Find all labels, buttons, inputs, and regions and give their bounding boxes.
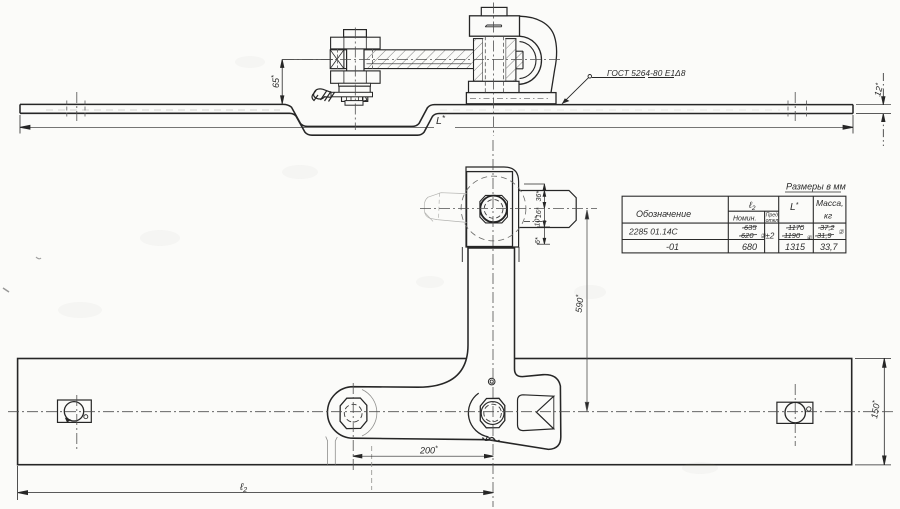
svg-text:680: 680 — [742, 242, 757, 252]
svg-text:6*: 6* — [535, 237, 542, 244]
svg-text:200*: 200* — [419, 446, 438, 456]
svg-text:36*: 36* — [536, 191, 543, 202]
svg-text:37,2: 37,2 — [820, 223, 835, 232]
svg-text:Пред.: Пред. — [766, 213, 780, 219]
svg-text:②: ② — [838, 229, 845, 236]
svg-text:Масса,: Масса, — [816, 198, 844, 208]
svg-text:33,7: 33,7 — [820, 242, 839, 252]
svg-text:10*: 10* — [535, 216, 542, 227]
svg-text:635: 635 — [744, 223, 757, 232]
svg-text:2285 01.14С: 2285 01.14С — [628, 227, 679, 237]
svg-text:1315: 1315 — [785, 242, 806, 252]
svg-text:Обозначение: Обозначение — [636, 209, 691, 219]
svg-text:кг: кг — [824, 211, 832, 221]
svg-text:1170: 1170 — [788, 223, 805, 232]
svg-text:откл.: откл. — [766, 218, 780, 224]
svg-text:ℓ2: ℓ2 — [239, 482, 247, 494]
svg-text:ℓ2: ℓ2 — [748, 200, 756, 212]
svg-text:②: ② — [760, 233, 767, 240]
svg-text:Номин.: Номин. — [733, 216, 756, 223]
svg-text:65*: 65* — [271, 75, 281, 88]
svg-text:16*: 16* — [536, 207, 543, 218]
svg-text:150*: 150* — [869, 400, 882, 419]
svg-text:ГОСТ 5264-80 Е1Δ8: ГОСТ 5264-80 Е1Δ8 — [607, 68, 686, 78]
svg-text:Размеры в мм: Размеры в мм — [786, 182, 846, 192]
svg-text:-01: -01 — [666, 242, 679, 252]
svg-text:④: ④ — [806, 235, 813, 242]
svg-text:L*: L* — [790, 202, 799, 213]
svg-text:±2: ±2 — [766, 232, 775, 241]
svg-text:L*: L* — [436, 114, 446, 127]
